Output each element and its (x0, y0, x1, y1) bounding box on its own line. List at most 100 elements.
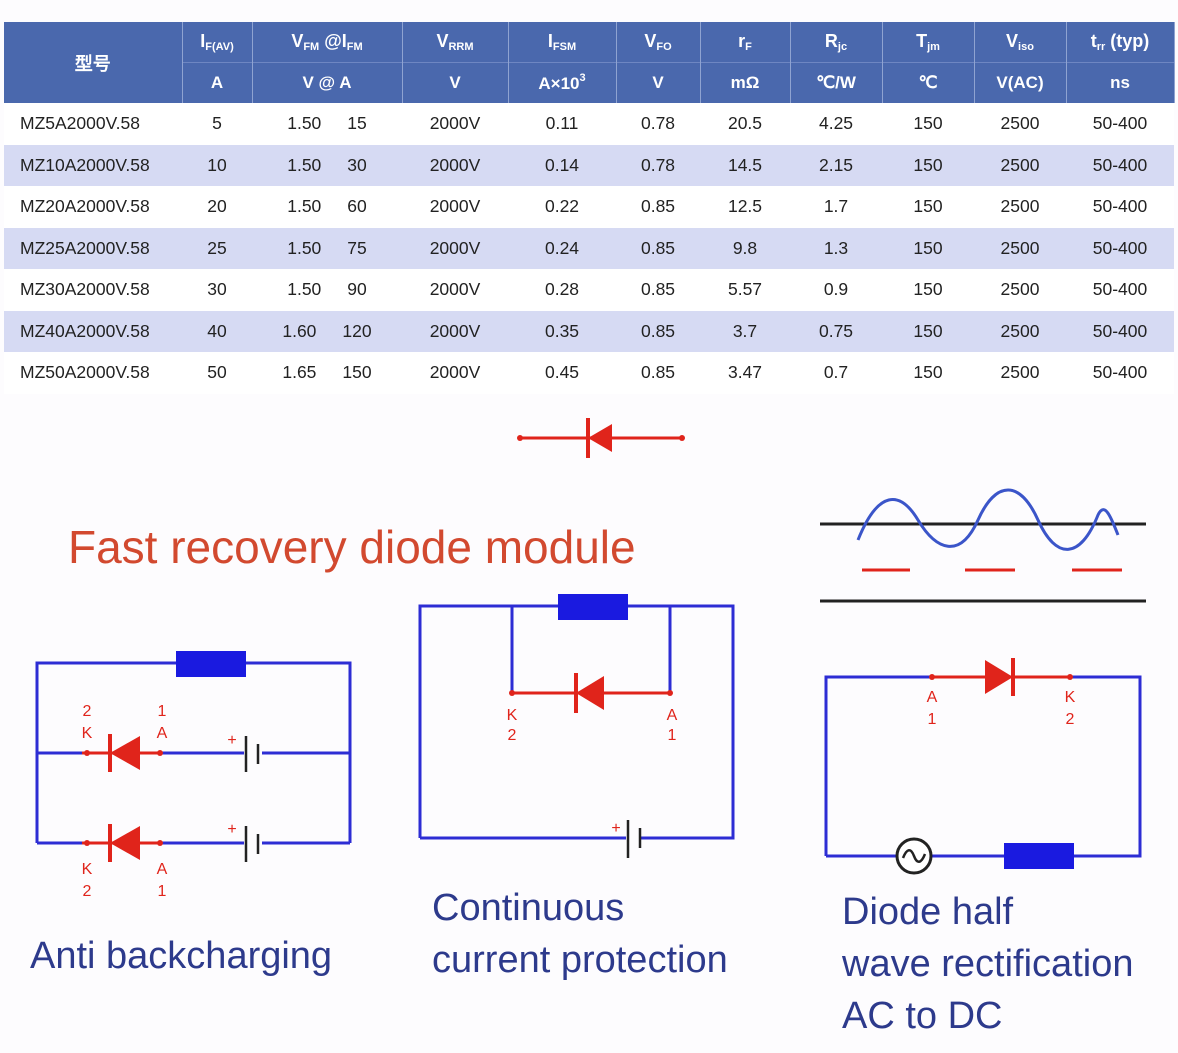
caption-line: wave rectification (842, 943, 1134, 985)
caption-anti-backcharging: Anti backcharging (30, 930, 332, 982)
header-unit-row: A V @ A V A×103 V mΩ ℃/W ℃ V(AC) ns (4, 62, 1175, 103)
header-trr: trr (typ) (1066, 22, 1175, 63)
cell-ifsm: 0.14 (508, 144, 616, 186)
cell-vrrm: 2000V (402, 186, 508, 228)
cell-viso: 2500 (974, 186, 1066, 228)
cell-model: MZ50A2000V.58 (4, 352, 182, 394)
cell-tjm: 150 (882, 186, 974, 228)
pin-label: 2 (508, 727, 517, 744)
caption-continuous-protection: Continuous current protection (432, 882, 728, 986)
anti-backcharging-circuit: 2 K 1 A + K 2 A 1 + (35, 651, 352, 900)
cell-model: MZ20A2000V.58 (4, 186, 182, 228)
pin-label: 2 (1066, 711, 1075, 728)
cell-vfo: 0.85 (616, 186, 700, 228)
pin-label: K (82, 861, 93, 878)
cell-vfm: 1.50 (287, 113, 322, 134)
pin-label: A (157, 861, 168, 878)
cell-ifsm: 0.35 (508, 310, 616, 352)
cell-model: MZ30A2000V.58 (4, 269, 182, 311)
header-symbol-row: 型号 IF(AV) VFM @IFM VRRM IFSM VFO rF Rjc … (4, 22, 1175, 103)
cell-ifm: 60 (347, 196, 367, 217)
cell-model: MZ40A2000V.58 (4, 310, 182, 352)
cell-ifm: 75 (347, 237, 367, 258)
cell-ifsm: 0.28 (508, 269, 616, 311)
cell-vfm-ifm: 1.50 75 (252, 227, 402, 269)
unit-viso: V(AC) (974, 62, 1067, 103)
pin-label: A (157, 725, 168, 742)
cell-model: MZ10A2000V.58 (4, 144, 182, 186)
waveform-icon (820, 488, 1146, 603)
header-tjm: Tjm (882, 22, 975, 63)
cell-tjm: 150 (882, 227, 974, 269)
cell-ifsm: 0.11 (508, 103, 616, 145)
cell-tjm: 150 (882, 144, 974, 186)
cell-vfm: 1.60 (282, 320, 317, 341)
continuous-protection-circuit: + K 2 A 1 (418, 594, 735, 858)
cell-ifav: 50 (182, 352, 252, 394)
cell-rf: 3.7 (700, 310, 790, 352)
pin-label: A (667, 707, 678, 724)
pin-label: 1 (158, 703, 167, 720)
cell-model: MZ5A2000V.58 (4, 103, 182, 145)
cell-tjm: 150 (882, 352, 974, 394)
unit-vfo: V (616, 62, 701, 103)
cell-vfm: 1.50 (287, 196, 322, 217)
cell-rf: 5.57 (700, 269, 790, 311)
half-wave-rectifier-circuit: A 1 K 2 (824, 658, 1142, 875)
cell-rf: 14.5 (700, 144, 790, 186)
cell-tjm: 150 (882, 269, 974, 311)
header-model: 型号 (4, 22, 183, 103)
header-viso: Viso (974, 22, 1067, 63)
pin-label: + (611, 820, 620, 837)
cell-vrrm: 2000V (402, 227, 508, 269)
header-vfo: VFO (616, 22, 701, 63)
cell-vfm-ifm: 1.50 60 (252, 186, 402, 228)
cell-viso: 2500 (974, 310, 1066, 352)
cell-vrrm: 2000V (402, 310, 508, 352)
pin-label: 2 (83, 883, 92, 900)
cell-ifsm: 0.45 (508, 352, 616, 394)
pin-label: K (1065, 689, 1076, 706)
cell-vfo: 0.85 (616, 269, 700, 311)
cell-ifav: 10 (182, 144, 252, 186)
pin-label: K (82, 725, 93, 742)
cell-ifav: 5 (182, 103, 252, 145)
cell-trr: 50-400 (1066, 144, 1174, 186)
unit-vrrm: V (402, 62, 509, 103)
caption-line: AC to DC (842, 995, 1003, 1037)
pin-label: + (227, 732, 236, 749)
cell-viso: 2500 (974, 227, 1066, 269)
cell-model: MZ25A2000V.58 (4, 227, 182, 269)
cell-trr: 50-400 (1066, 186, 1174, 228)
resistor-icon (176, 651, 246, 677)
cell-viso: 2500 (974, 352, 1066, 394)
cell-vfm: 1.65 (282, 362, 317, 383)
cell-ifav: 20 (182, 186, 252, 228)
cell-tjm: 150 (882, 103, 974, 145)
pin-label: A (927, 689, 938, 706)
cell-trr: 50-400 (1066, 103, 1174, 145)
cell-vfo: 0.78 (616, 103, 700, 145)
cell-vfm-ifm: 1.50 15 (252, 103, 402, 145)
cell-vfm-ifm: 1.65 150 (252, 352, 402, 394)
cell-ifav: 40 (182, 310, 252, 352)
caption-line: Anti backcharging (30, 935, 333, 977)
cell-rjc: 0.75 (790, 310, 882, 352)
cell-ifm: 90 (347, 279, 367, 300)
caption-line: current protection (432, 939, 728, 981)
cell-vfm: 1.50 (287, 237, 322, 258)
cell-viso: 2500 (974, 269, 1066, 311)
cell-ifm: 150 (342, 362, 372, 383)
cell-vfo: 0.78 (616, 144, 700, 186)
header-vrrm: VRRM (402, 22, 509, 63)
cell-ifm: 15 (347, 113, 367, 134)
page-title: Fast recovery diode module (68, 521, 636, 573)
unit-rjc: ℃/W (790, 62, 883, 103)
unit-rf: mΩ (700, 62, 791, 103)
